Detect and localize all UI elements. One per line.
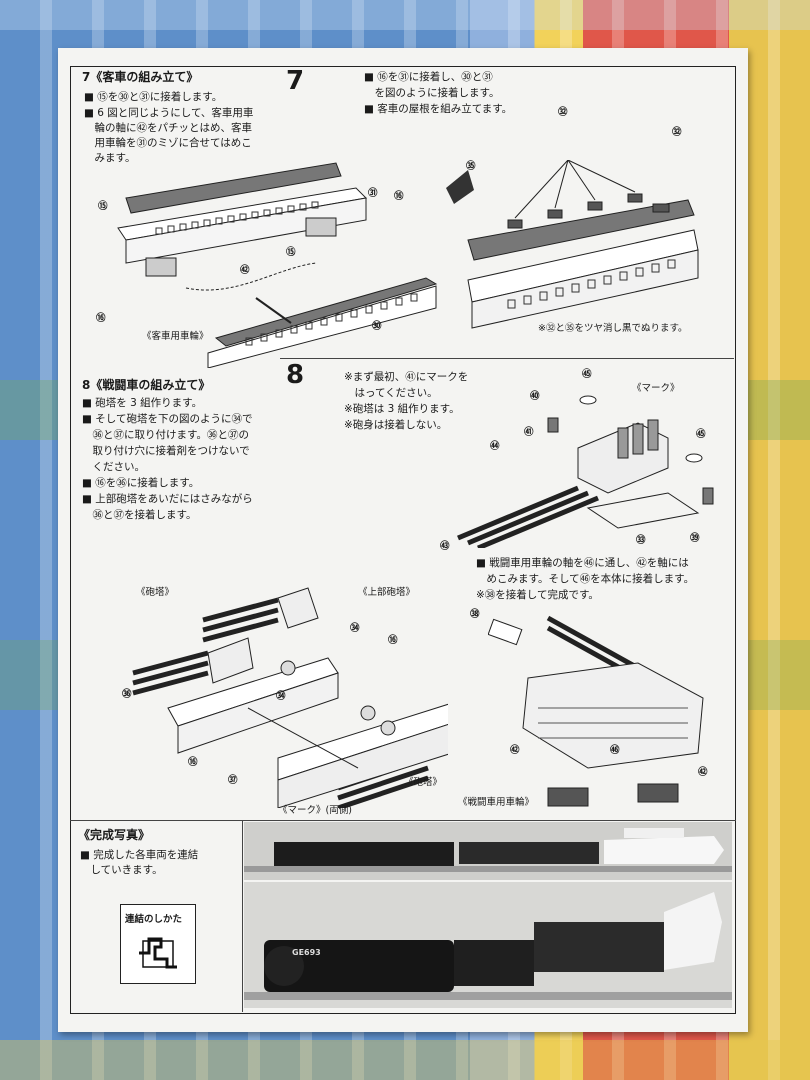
- instruction-sheet: 7《客車の組み立て》 7 ■ ⑮を㉚と㉛に接着します。 ■ 6 図と同じようにし…: [58, 48, 748, 1032]
- coupling-icon: [139, 937, 177, 969]
- part-16-label: ⑯: [96, 313, 106, 324]
- battle-wheel-label: 《戦闘車用車輪》: [458, 797, 535, 808]
- coupling-guide-box: 連結のしかた: [120, 904, 196, 984]
- part-35-label: ㉟: [466, 161, 476, 172]
- part-43-label: ㊸: [440, 541, 450, 552]
- part-31-label: ㉛: [368, 188, 378, 199]
- part-46-label: ㊻: [610, 745, 620, 756]
- train-perspective-view: [244, 892, 732, 1000]
- part-42-label: ㊷: [698, 767, 708, 778]
- part-36-label: ㊱: [122, 689, 132, 700]
- tablecloth-stripe: [0, 1040, 810, 1080]
- photo-instruction-line: していきます。: [80, 864, 163, 876]
- turret-label: 《砲塔》: [404, 777, 443, 788]
- part-33-label: ㉝: [636, 535, 646, 546]
- part-32-label: ㉜: [558, 107, 568, 118]
- tablecloth-stripe: [0, 0, 810, 30]
- part-16-label: ⑯: [388, 635, 398, 646]
- completed-train-photo-bottom: GE693: [244, 882, 732, 1008]
- mark-label: 《マーク》: [632, 383, 680, 394]
- section7-number: 7: [286, 66, 305, 96]
- part-32-label: ㉜: [672, 127, 682, 138]
- coupling-guide-label: 連結のしかた: [125, 914, 183, 925]
- divider: [280, 358, 734, 359]
- part-39-label: ㊴: [690, 533, 700, 544]
- passenger-car-roof-diagram: [446, 160, 699, 329]
- part-38-label: ㊳: [470, 609, 480, 620]
- section7-heading: 7《客車の組み立て》: [82, 70, 199, 84]
- part-42-label: ㊷: [510, 745, 520, 756]
- battle-car-completed-diagram: [488, 615, 704, 807]
- part-34-label: ㉞: [276, 691, 286, 702]
- part-16-label: ⑯: [188, 757, 198, 768]
- passenger-car-exploded-diagram: [117, 162, 438, 368]
- part-42-label: ㊷: [240, 265, 250, 276]
- part-16-label: ⑯: [394, 191, 404, 202]
- turret-label: 《砲塔》: [136, 587, 175, 598]
- part-30-label: ㉚: [372, 321, 382, 332]
- part-41-label: ㊶: [524, 427, 534, 438]
- photo-instruction-line: ■ 完成した各車両を連結: [80, 849, 199, 861]
- passenger-wheel-label: 《客車用車輪》: [142, 331, 209, 342]
- sheet-frame: [70, 66, 736, 1014]
- part-34-label: ㉞: [350, 623, 360, 634]
- locomotive-number-plate: GE693: [292, 948, 321, 957]
- turret-exploded-diagram: [457, 395, 714, 548]
- part-37-label: ㊲: [228, 775, 238, 786]
- part-40-label: ㊵: [530, 391, 540, 402]
- completed-train-photo-top: [244, 822, 732, 880]
- photo-section-heading: 《完成写真》: [78, 828, 151, 842]
- upper-turret-label: 《上部砲塔》: [358, 587, 416, 598]
- divider: [242, 820, 243, 1012]
- train-side-view: [244, 828, 732, 872]
- divider: [70, 820, 736, 821]
- section8-number: 8: [286, 360, 305, 390]
- part-45-label: ㊺: [582, 369, 592, 380]
- part-45-label: ㊺: [696, 429, 706, 440]
- section8-heading: 8《戦闘車の組み立て》: [82, 378, 211, 392]
- section7-paint-note: ※㉜と㉟をツヤ消し黒でぬります。: [538, 323, 688, 334]
- mark-both-sides-label: 《マーク》(両側): [278, 805, 352, 816]
- part-15-label: ⑮: [286, 247, 296, 258]
- part-15-label: ⑮: [98, 201, 108, 212]
- battle-car-assembly-diagram: [132, 587, 448, 808]
- part-44-label: ㊹: [490, 441, 500, 452]
